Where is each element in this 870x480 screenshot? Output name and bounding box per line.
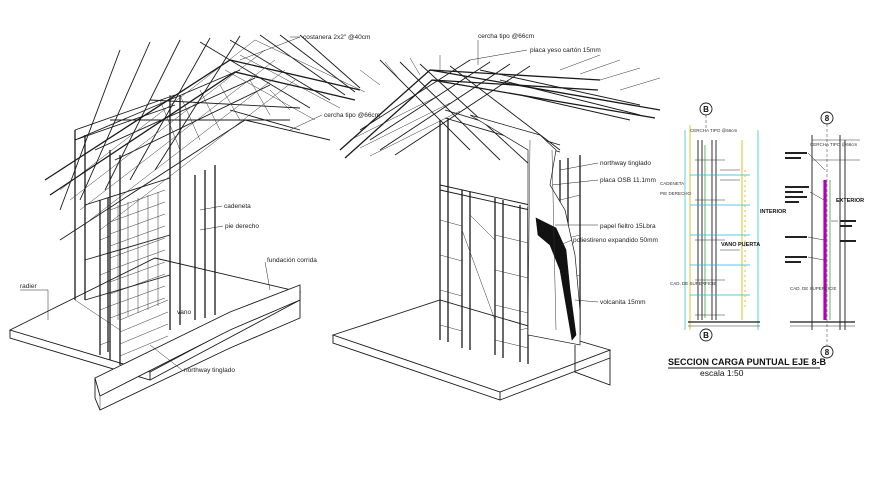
grid-bubble-b-bottom (699, 328, 713, 342)
label-vano-puerta: VANO PUERTA (721, 242, 760, 248)
middle-osb-panel (469, 114, 581, 346)
label-cadeneta: cadeneta (224, 203, 251, 210)
note-cadeneta-b: CADENETA (660, 181, 684, 186)
label-pie-derecho: pie derecho (225, 223, 259, 230)
grid-bubble-8-bottom (820, 345, 834, 359)
left-lattice-panel (109, 189, 166, 320)
label-vano-left: vano (177, 309, 191, 316)
label-poliestireno: poliestireno expandido 50mm (573, 237, 658, 244)
middle-leaders (469, 40, 599, 303)
left-isometric-framing-drawing: costanera 2x2" @40cm cercha tipo @66cm c… (8, 34, 380, 411)
middle-roof-trusses (339, 54, 661, 166)
section-title: SECCION CARGA PUNTUAL EJE 8-B (668, 357, 827, 367)
left-siding-boards (99, 235, 169, 357)
label-cercha-left: cercha tipo @66cm (324, 112, 380, 119)
middle-insulation-band (535, 217, 577, 341)
left-back-wall (74, 94, 216, 365)
label-fundacion: fundación corrida (267, 257, 317, 264)
grid-label-8-bottom: 8 (825, 348, 830, 357)
left-front-post (99, 198, 109, 355)
label-interior: INTERIOR (760, 209, 786, 215)
middle-wall-frame (439, 109, 581, 364)
left-leaders (20, 36, 323, 371)
section-eje-b: B B CERCHA TIPO @66cm CADENETA PIE DEREC… (660, 102, 786, 342)
label-placa-osb: placa OSB 11.1mm (600, 177, 656, 184)
note-fund-8: CAD. DE SUPERFICIE (790, 286, 837, 291)
note-fund-b: CAD. DE SUPERFICIE (670, 281, 717, 286)
section-8-annotation-ticks (785, 152, 856, 263)
label-volcanita: volcanita 15mm (600, 299, 646, 306)
label-radier: radier (20, 283, 37, 290)
middle-isometric-corner-drawing: cercha tipo @66cm placa yeso cartón 15mm… (331, 33, 661, 401)
grid-label-8-top: 8 (825, 114, 830, 123)
left-roof-trusses (44, 34, 366, 241)
section-scale: escala 1:50 (700, 368, 744, 378)
grid-label-b-top: B (703, 105, 709, 114)
note-cercha-8: CERCHA TIPO @66cm (810, 142, 857, 147)
label-northway-middle: northway tinglado (600, 160, 651, 167)
note-cercha-b: CERCHA TIPO @66cm (690, 128, 737, 133)
label-cercha-middle: cercha tipo @66cm (478, 33, 534, 40)
label-exterior: EXTERIOR (836, 198, 864, 204)
label-costanera: costanera 2x2" @40cm (303, 34, 370, 41)
grid-label-b-bottom: B (703, 331, 709, 340)
section-eje-8: 8 8 CERCHA TIPO @66cm CAD. DE SUPERFICIE (785, 111, 864, 359)
label-northway-left: northway tinglado (184, 367, 235, 374)
note-pie-derecho-b: PIE DERECHO (660, 191, 692, 196)
label-placa-yeso: placa yeso cartón 15mm (530, 47, 601, 54)
label-papel-fieltro: papel fieltro 15Lbra (600, 223, 656, 230)
